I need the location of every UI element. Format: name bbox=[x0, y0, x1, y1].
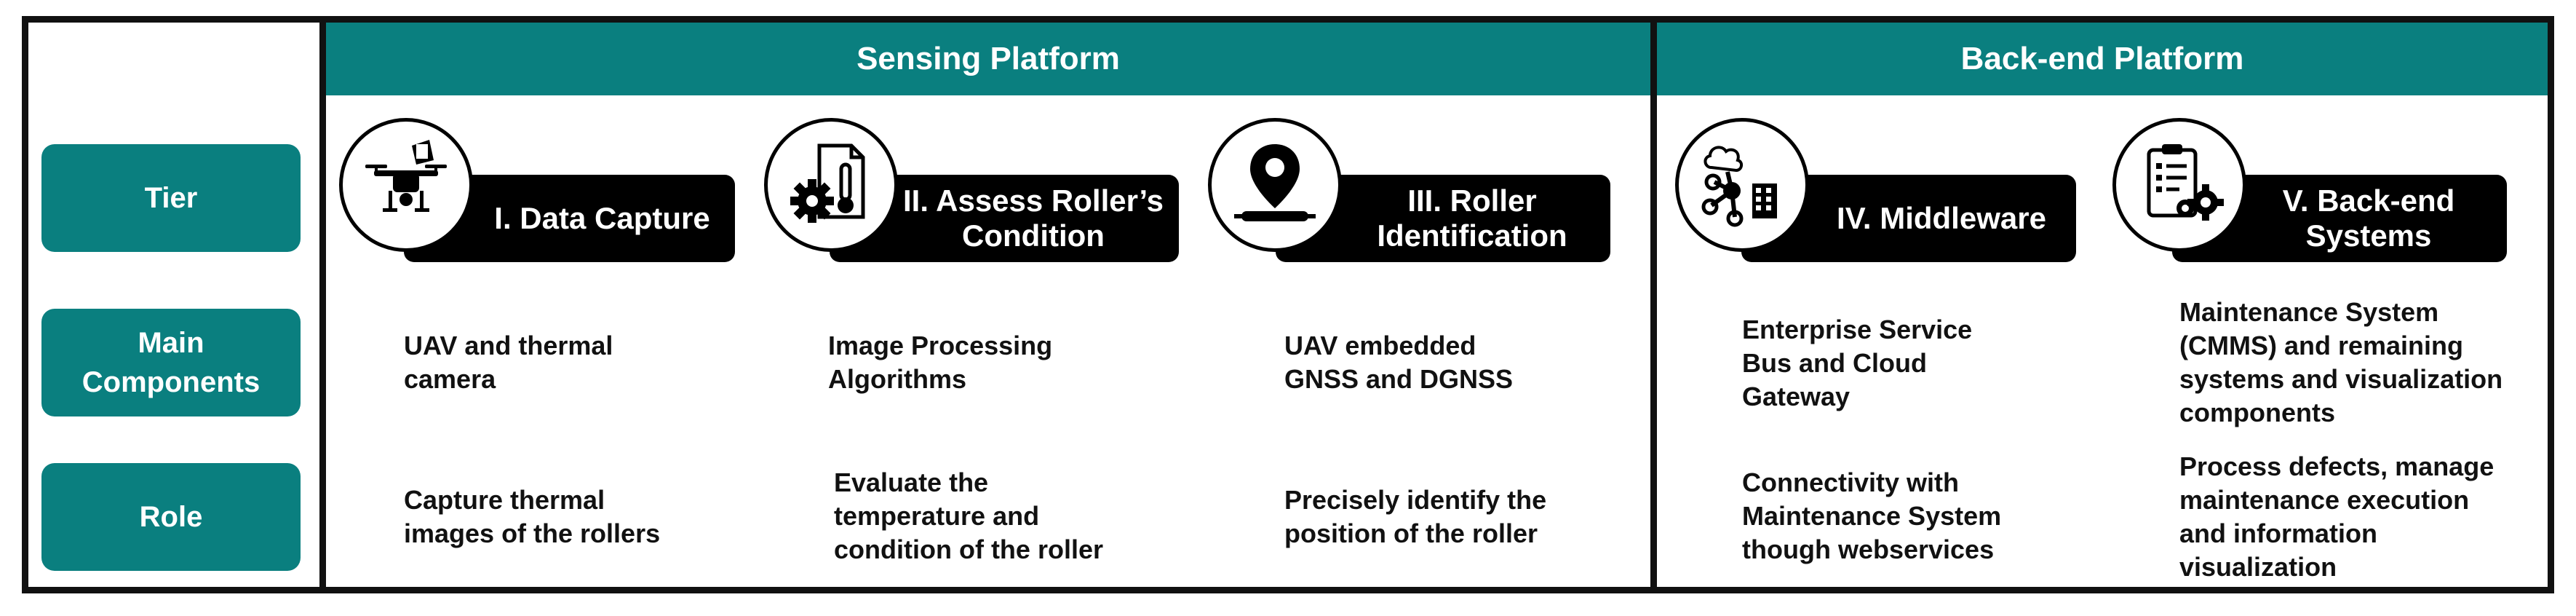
tier-3-components: UAV embedded GNSS and DGNSS bbox=[1284, 331, 1514, 394]
diagram-frame bbox=[22, 16, 2554, 593]
gear-thermometer-icon-graphic bbox=[790, 143, 865, 223]
clipboard-gears-icon-graphic bbox=[2147, 144, 2224, 221]
tier-1-title-text: I. Data Capture bbox=[494, 201, 710, 235]
tier-1-components: UAV and thermal camera bbox=[404, 331, 613, 394]
tier-4-title-text: IV. Middleware bbox=[1837, 201, 2046, 235]
row-label-main-components: Main Components bbox=[41, 309, 301, 416]
network-cloud-icon bbox=[1675, 118, 1809, 252]
clipboard-gears-icon bbox=[2112, 118, 2246, 252]
sensing-platform-header: Sensing Platform bbox=[326, 23, 1650, 95]
location-pin-icon-graphic bbox=[1234, 144, 1316, 221]
tier-2-role: Evaluate the temperature and condition o… bbox=[834, 467, 1103, 564]
backend-platform-header: Back-end Platform bbox=[1657, 23, 2548, 95]
gear-thermometer-icon bbox=[764, 118, 898, 252]
row-label-column bbox=[22, 16, 326, 593]
row-label-role: Role bbox=[41, 463, 301, 571]
tier-2-components: Image Processing Algorithms bbox=[828, 331, 1053, 394]
tier-3-title-text: III. Roller Identification bbox=[1377, 183, 1567, 253]
tier-4-role: Connectivity with Maintenance System tho… bbox=[1742, 467, 2002, 564]
tier-5-role: Process defects, manage maintenance exec… bbox=[2179, 451, 2494, 582]
tier-5-title-text: V. Back-end Systems bbox=[2282, 183, 2455, 253]
tier-2-title-text: II. Assess Roller’s Condition bbox=[903, 183, 1164, 253]
tier-1-role: Capture thermal images of the rollers bbox=[404, 485, 661, 548]
platform-divider bbox=[1650, 16, 1657, 593]
tier-3-role: Precisely identify the position of the r… bbox=[1284, 485, 1547, 548]
drone-icon bbox=[339, 118, 473, 252]
tier-2-title: II. Assess Roller’s Condition bbox=[830, 175, 1179, 262]
location-pin-icon bbox=[1208, 118, 1342, 252]
network-cloud-icon-graphic bbox=[1701, 146, 1777, 227]
row-label-tier: Tier bbox=[41, 144, 301, 252]
tier-5-components: Maintenance System (CMMS) and remaining … bbox=[2179, 297, 2503, 427]
tier-4-components: Enterprise Service Bus and Cloud Gateway bbox=[1742, 315, 1973, 411]
drone-icon-graphic bbox=[365, 140, 447, 212]
